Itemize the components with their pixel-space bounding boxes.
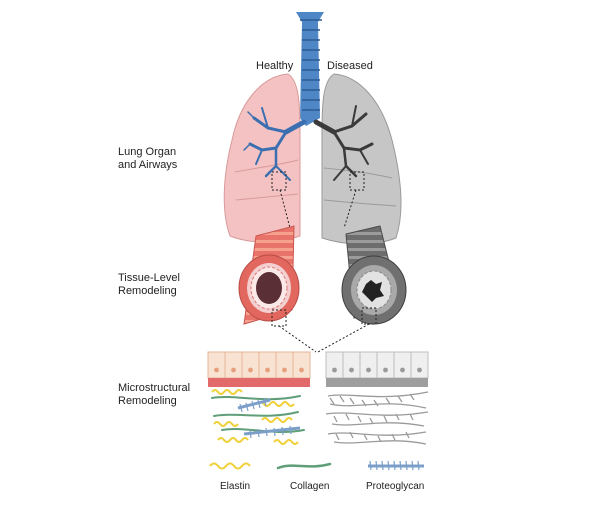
healthy-airway <box>238 225 300 327</box>
legend-collagen-swatch <box>276 462 332 470</box>
diseased-microstructure <box>325 351 429 445</box>
legend-elastin-swatch <box>209 462 251 470</box>
micro-label-line1: Microstructural <box>118 382 191 394</box>
legend-proteoglycan-label: Proteoglycan <box>366 481 425 492</box>
diseased-airway <box>341 225 407 325</box>
legend-elastin-label: Elastin <box>220 481 251 492</box>
healthy-microstructure <box>207 351 311 445</box>
legend-proteoglycan-swatch <box>368 460 424 471</box>
tissue-label-line1: Tissue-Level <box>118 272 180 284</box>
tissue-label-line2: Remodeling <box>118 285 177 297</box>
organ-level-label: Lung Organ and Airways <box>118 146 177 172</box>
diseased-label: Diseased <box>327 60 373 72</box>
connector-organ-tissue <box>279 189 357 229</box>
micro-label-line2: Remodeling <box>118 395 177 407</box>
organ-label-line2: and Airways <box>118 159 178 171</box>
organ-label-line1: Lung Organ <box>118 146 177 158</box>
trachea <box>296 12 324 126</box>
tissue-level-label: Tissue-Level Remodeling <box>118 272 180 298</box>
healthy-lung <box>223 73 307 243</box>
diseased-lung <box>313 73 402 245</box>
micro-level-label: Microstructural Remodeling <box>118 382 190 408</box>
legend-collagen-label: Collagen <box>290 481 330 492</box>
healthy-label: Healthy <box>256 60 294 72</box>
connector-tissue-micro <box>278 323 370 353</box>
